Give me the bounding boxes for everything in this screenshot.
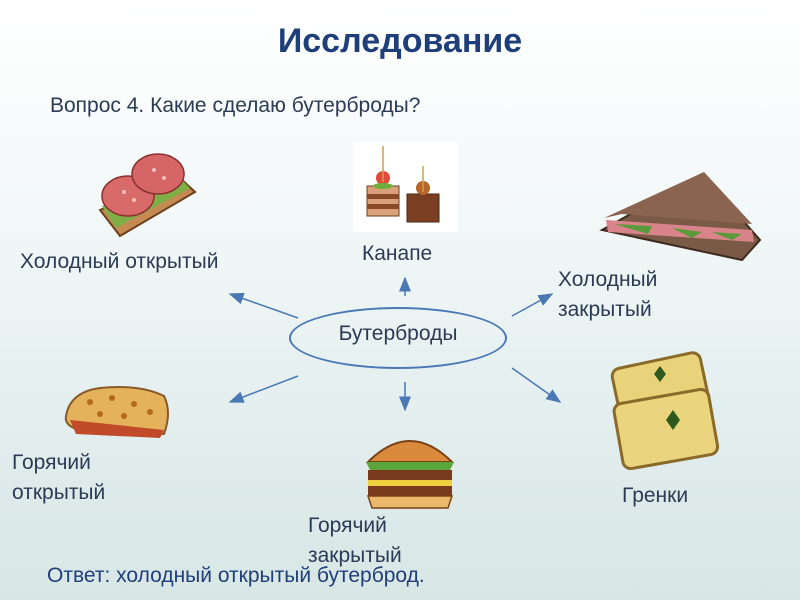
arrow-to-cold-open [228,292,299,319]
hot-closed-label-line2: закрытый [308,544,402,567]
toast-label: Гренки [622,484,689,507]
cold-closed-label: Холодный закрытый [558,265,657,325]
hot-closed-burger-image [365,440,455,509]
toast-image [610,351,720,470]
arrow-to-hot-open [228,375,299,403]
hot-open-label-line1: Горячий [12,451,91,474]
slide-title: Исследование [277,22,523,60]
cold-open-sandwich-image [98,153,197,238]
canape-label: Канапе [362,242,433,265]
center-ellipse [289,307,507,369]
arrow-to-toast [511,367,562,403]
question-text: Вопрос 4. Какие сделаю бутерброды? [50,94,421,117]
answer-text: Ответ: холодный открытый бутерброд. [47,564,425,587]
hot-open-label: Горячий открытый [12,448,105,508]
cold-closed-label-line2: закрытый [558,298,652,321]
hot-open-sandwich-image [64,386,169,438]
cold-closed-label-line1: Холодный [558,268,658,291]
cold-open-label: Холодный открытый [20,250,219,273]
cold-closed-sandwich-image [599,172,762,262]
hot-open-label-line2: открытый [12,481,106,504]
arrow-to-cold-closed [511,293,554,317]
hot-closed-label-line1: Горячий [308,514,387,537]
canape-image [353,142,458,232]
center-label: Бутерброды [338,322,458,345]
hot-closed-label: Горячий закрытый [308,511,402,571]
